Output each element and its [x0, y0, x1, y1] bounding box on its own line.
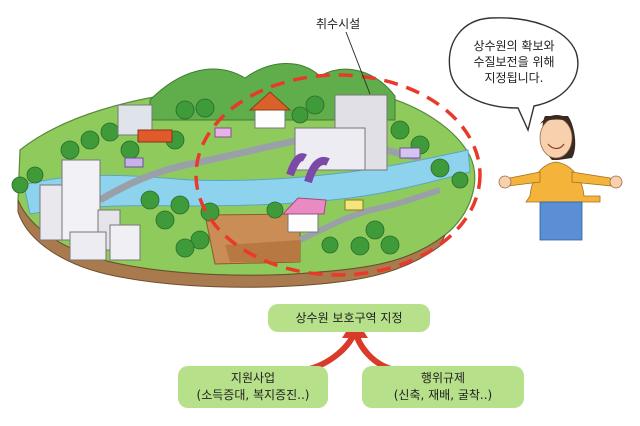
- road-lower: [298, 187, 441, 243]
- intake-pipes: [286, 153, 330, 184]
- right-box-title: 행위규제: [420, 371, 466, 385]
- house-top: [248, 91, 292, 129]
- island-edge: [17, 199, 446, 288]
- speech-bubble: [448, 17, 579, 133]
- speech-line-3: 지정됩니다.: [484, 71, 544, 85]
- main-box-text: 상수원 보호구역 지정: [295, 310, 403, 325]
- speech-text: 상수원의 확보와 수질보전을 위해 지정됩니다.: [458, 38, 570, 86]
- speech-line-2: 수질보전을 위해: [473, 55, 555, 69]
- callout-leader: [345, 31, 371, 95]
- car-4: [124, 157, 144, 168]
- bus: [137, 129, 173, 143]
- car-1: [214, 127, 232, 138]
- main-box-protection-zone: 상수원 보호구역 지정: [268, 304, 430, 332]
- left-box-title: 지원사업: [230, 371, 276, 385]
- protection-zone-boundary: [194, 73, 482, 277]
- crop-field-2: [225, 240, 300, 262]
- car-2: [399, 147, 421, 159]
- car-3: [344, 199, 364, 211]
- house-pink: [281, 197, 327, 233]
- right-box-detail: (신축, 재배, 굴착..): [393, 388, 493, 402]
- left-box-support-projects: 지원사업 (소득증대, 복지증진..): [178, 366, 328, 408]
- right-box-regulations: 행위규제 (신축, 재배, 굴착..): [362, 366, 524, 408]
- buildings-center: [294, 94, 388, 171]
- facility-callout-label: 취수시설: [316, 17, 361, 31]
- speech-line-1: 상수원의 확보와: [473, 39, 555, 53]
- apartments-left: [39, 104, 153, 261]
- left-box-detail: (소득증대, 복지증진..): [196, 388, 310, 402]
- girl-figure: [498, 115, 623, 241]
